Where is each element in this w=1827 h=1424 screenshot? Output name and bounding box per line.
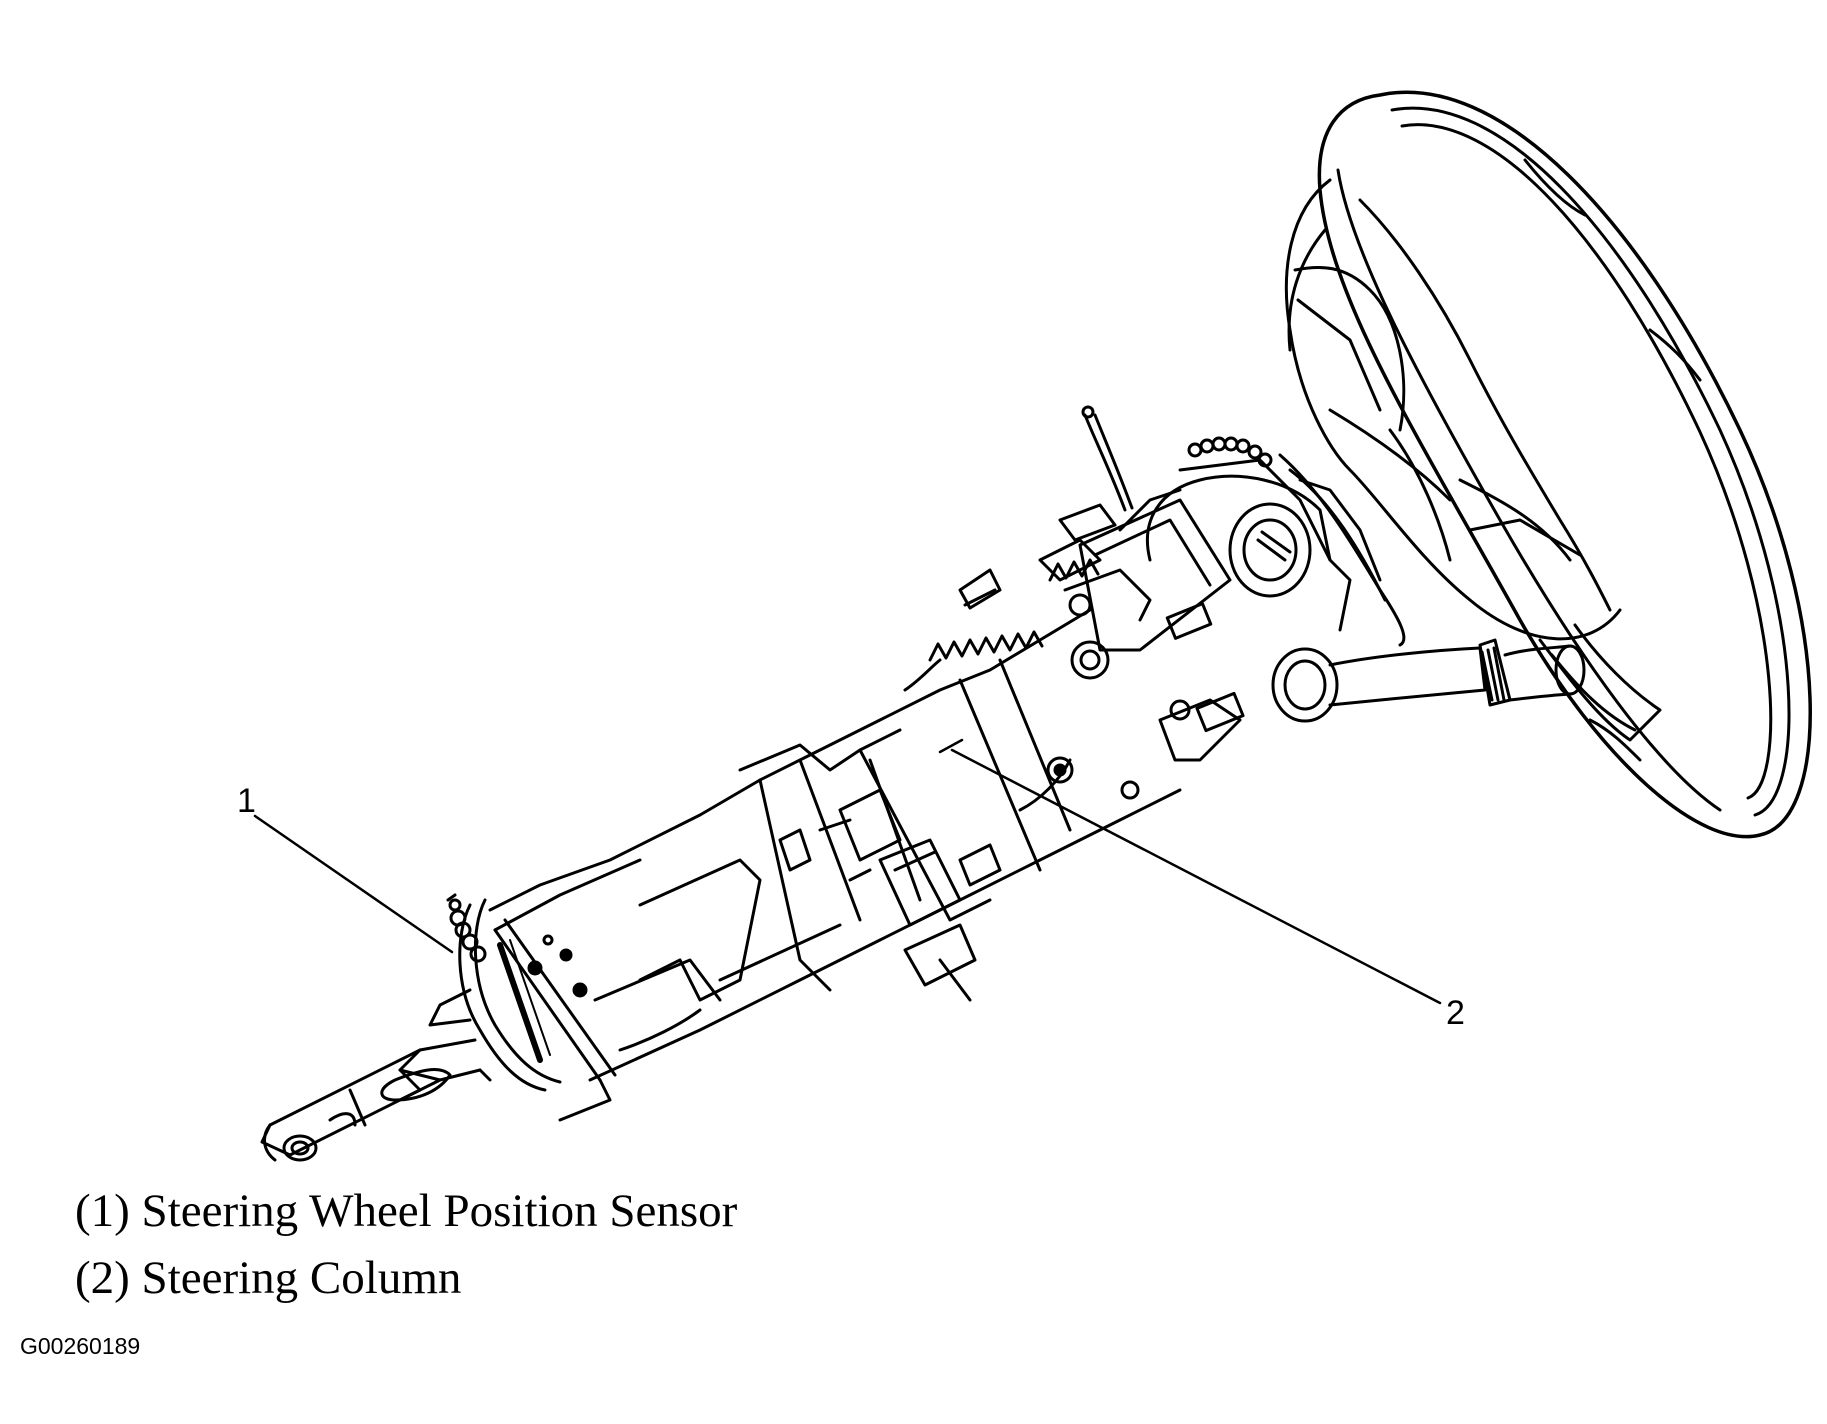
- figure-id: G00260189: [20, 1333, 141, 1359]
- legend-item-1: (1) Steering Wheel Position Sensor: [75, 1185, 738, 1237]
- column-head: [1038, 405, 1382, 800]
- callout-number-1: 1: [237, 782, 256, 820]
- steering-wheel-position-sensor: [446, 893, 562, 1092]
- turn-signal-lever: [1271, 638, 1586, 723]
- column-jacket: [488, 608, 1182, 1122]
- legend-item-2: (2) Steering Column: [75, 1252, 462, 1304]
- coil-spring: [903, 558, 1100, 692]
- steering-shaft: [260, 988, 492, 1162]
- leader-line-2: [950, 748, 1442, 1005]
- steering-wheel: [1278, 90, 1812, 839]
- leader-line-1: [253, 814, 454, 954]
- bearing-balls-upper: [1187, 436, 1273, 468]
- callout-number-2: 2: [1446, 994, 1465, 1032]
